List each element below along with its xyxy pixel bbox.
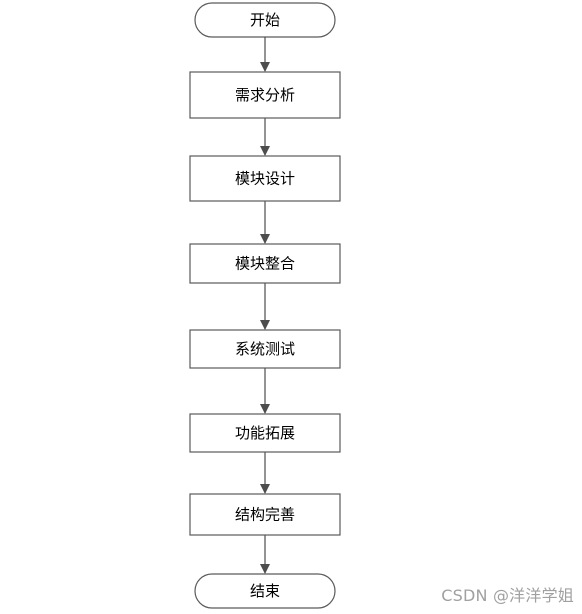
- process-step-label: 系统测试: [235, 340, 295, 358]
- process-step-5: 功能拓展: [189, 413, 341, 453]
- start-node: 开始: [194, 2, 336, 38]
- process-step-label: 需求分析: [235, 86, 295, 104]
- process-step-label: 功能拓展: [235, 424, 295, 442]
- end-node: 结束: [194, 573, 336, 609]
- end-label: 结束: [250, 582, 280, 600]
- process-step-1: 需求分析: [189, 71, 341, 119]
- process-step-3: 模块整合: [189, 243, 341, 284]
- csdn-watermark: CSDN @洋洋学姐: [441, 586, 574, 605]
- process-step-label: 模块设计: [235, 170, 295, 188]
- start-label: 开始: [250, 11, 280, 29]
- process-step-2: 模块设计: [189, 155, 341, 202]
- process-step-label: 模块整合: [235, 255, 295, 273]
- process-step-label: 结构完善: [235, 506, 295, 524]
- process-step-6: 结构完善: [189, 493, 341, 536]
- process-step-4: 系统测试: [189, 329, 341, 369]
